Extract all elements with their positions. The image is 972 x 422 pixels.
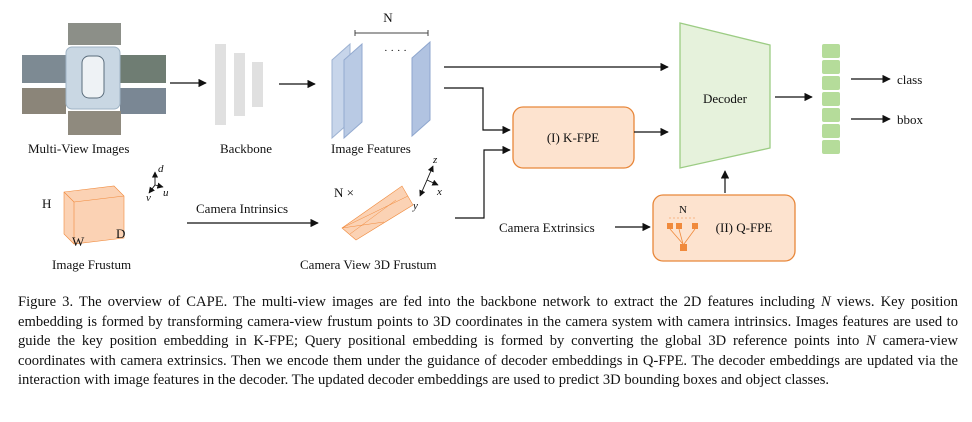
arrow-frustum-to-kfpe [455,145,511,219]
decoder-block [679,22,771,169]
arrow-features-to-kfpe [444,87,511,135]
axis-z-arrow [426,165,434,181]
xyz-axes [419,165,439,197]
axis-x-arrow [426,179,439,186]
axis-z-label: z [432,154,438,166]
frustum-h-label: H [42,196,51,211]
axis-d-label: d [158,163,164,175]
embedding-block [822,108,840,122]
qfpe-label: (II) Q-FPE [716,220,773,235]
image-features-label: Image Features [331,141,411,156]
image-features-stack: · · · · [331,30,431,140]
qfpe-box [652,194,796,262]
frustum-cube-edge [63,191,75,203]
backbone-bar-2 [234,53,245,116]
feature-map-n [411,40,431,138]
kfpe-box [512,106,635,169]
axis-v-label: v [146,192,151,204]
embedding-block [822,44,840,58]
n-times-label: N × [334,185,354,200]
caption-part-1: Figure 3. The overview of CAPE. The mult… [18,294,821,310]
camera-view-back-right [120,88,166,114]
qfpe-node [692,223,698,229]
caption-n-1: N [820,294,831,310]
backbone-bar-3 [252,62,263,107]
camera-view-front-right [120,55,166,83]
cape-overview-diagram: Multi-View Images Backbone · · · · N Ima… [22,10,924,272]
camera-view-frustum [341,185,414,241]
multi-view-images [22,23,166,135]
multi-view-images-label: Multi-View Images [28,141,129,156]
kfpe-label: (I) K-FPE [547,130,599,145]
qfpe-mini-graph-icon [667,217,698,251]
camera-view-back [68,111,121,135]
camera-intrinsics-label: Camera Intrinsics [196,201,288,216]
embedding-block [822,76,840,90]
class-output-label: class [897,72,922,87]
camera-extrinsics-label: Camera Extrinsics [499,220,595,235]
qfpe-edge [678,228,684,245]
qfpe-n-label: N [679,204,687,216]
image-frustum-cube [63,185,125,245]
axis-u-arrow [154,182,164,189]
axis-x-label: x [436,186,442,198]
figure-caption: Figure 3. The overview of CAPE. The mult… [18,293,958,391]
backbone-bar-1 [215,44,226,125]
camera-view-front [68,23,121,45]
decoder-label: Decoder [703,91,748,106]
frustum-w-label: W [72,234,85,249]
camera-view-front-left [22,55,66,83]
embedding-block [822,60,840,74]
axis-y-arrow [419,179,428,197]
n-views-label: N [383,10,393,25]
caption-part-3: camera-view coordinates with camera extr… [18,333,958,388]
feature-map-2 [343,42,363,140]
camera-view-back-left [22,88,66,114]
frustum-d-label: D [116,226,125,241]
decoder-embeddings [822,44,840,154]
axis-v-arrow [148,184,156,194]
feature-ellipsis: · · · · [384,45,407,57]
camera-view-frustum-label: Camera View 3D Frustum [300,257,437,272]
axis-y-label: y [412,200,418,212]
image-frustum-label: Image Frustum [52,257,131,272]
camera-frustum-ray [349,199,397,235]
qfpe-node [680,244,687,251]
qfpe-node [667,223,673,229]
ego-car-icon [81,55,105,99]
camera-frustum-ray [341,221,385,229]
duv-axes [148,171,164,194]
caption-part-2: views. Key position embedding is formed … [18,294,958,349]
qfpe-edge [683,228,696,245]
embedding-block [822,124,840,138]
bbox-output-label: bbox [897,112,924,127]
caption-n-2: N [866,333,876,349]
frustum-cube-edge [73,195,125,203]
frustum-cube-shape [63,185,125,245]
backbone-label: Backbone [220,141,272,156]
camera-frustum-ray [341,195,409,229]
embedding-block [822,140,840,154]
embedding-block [822,92,840,106]
qfpe-edge [669,228,684,245]
backbone-block [215,44,263,125]
axis-u-label: u [163,187,169,199]
qfpe-node [676,223,682,229]
